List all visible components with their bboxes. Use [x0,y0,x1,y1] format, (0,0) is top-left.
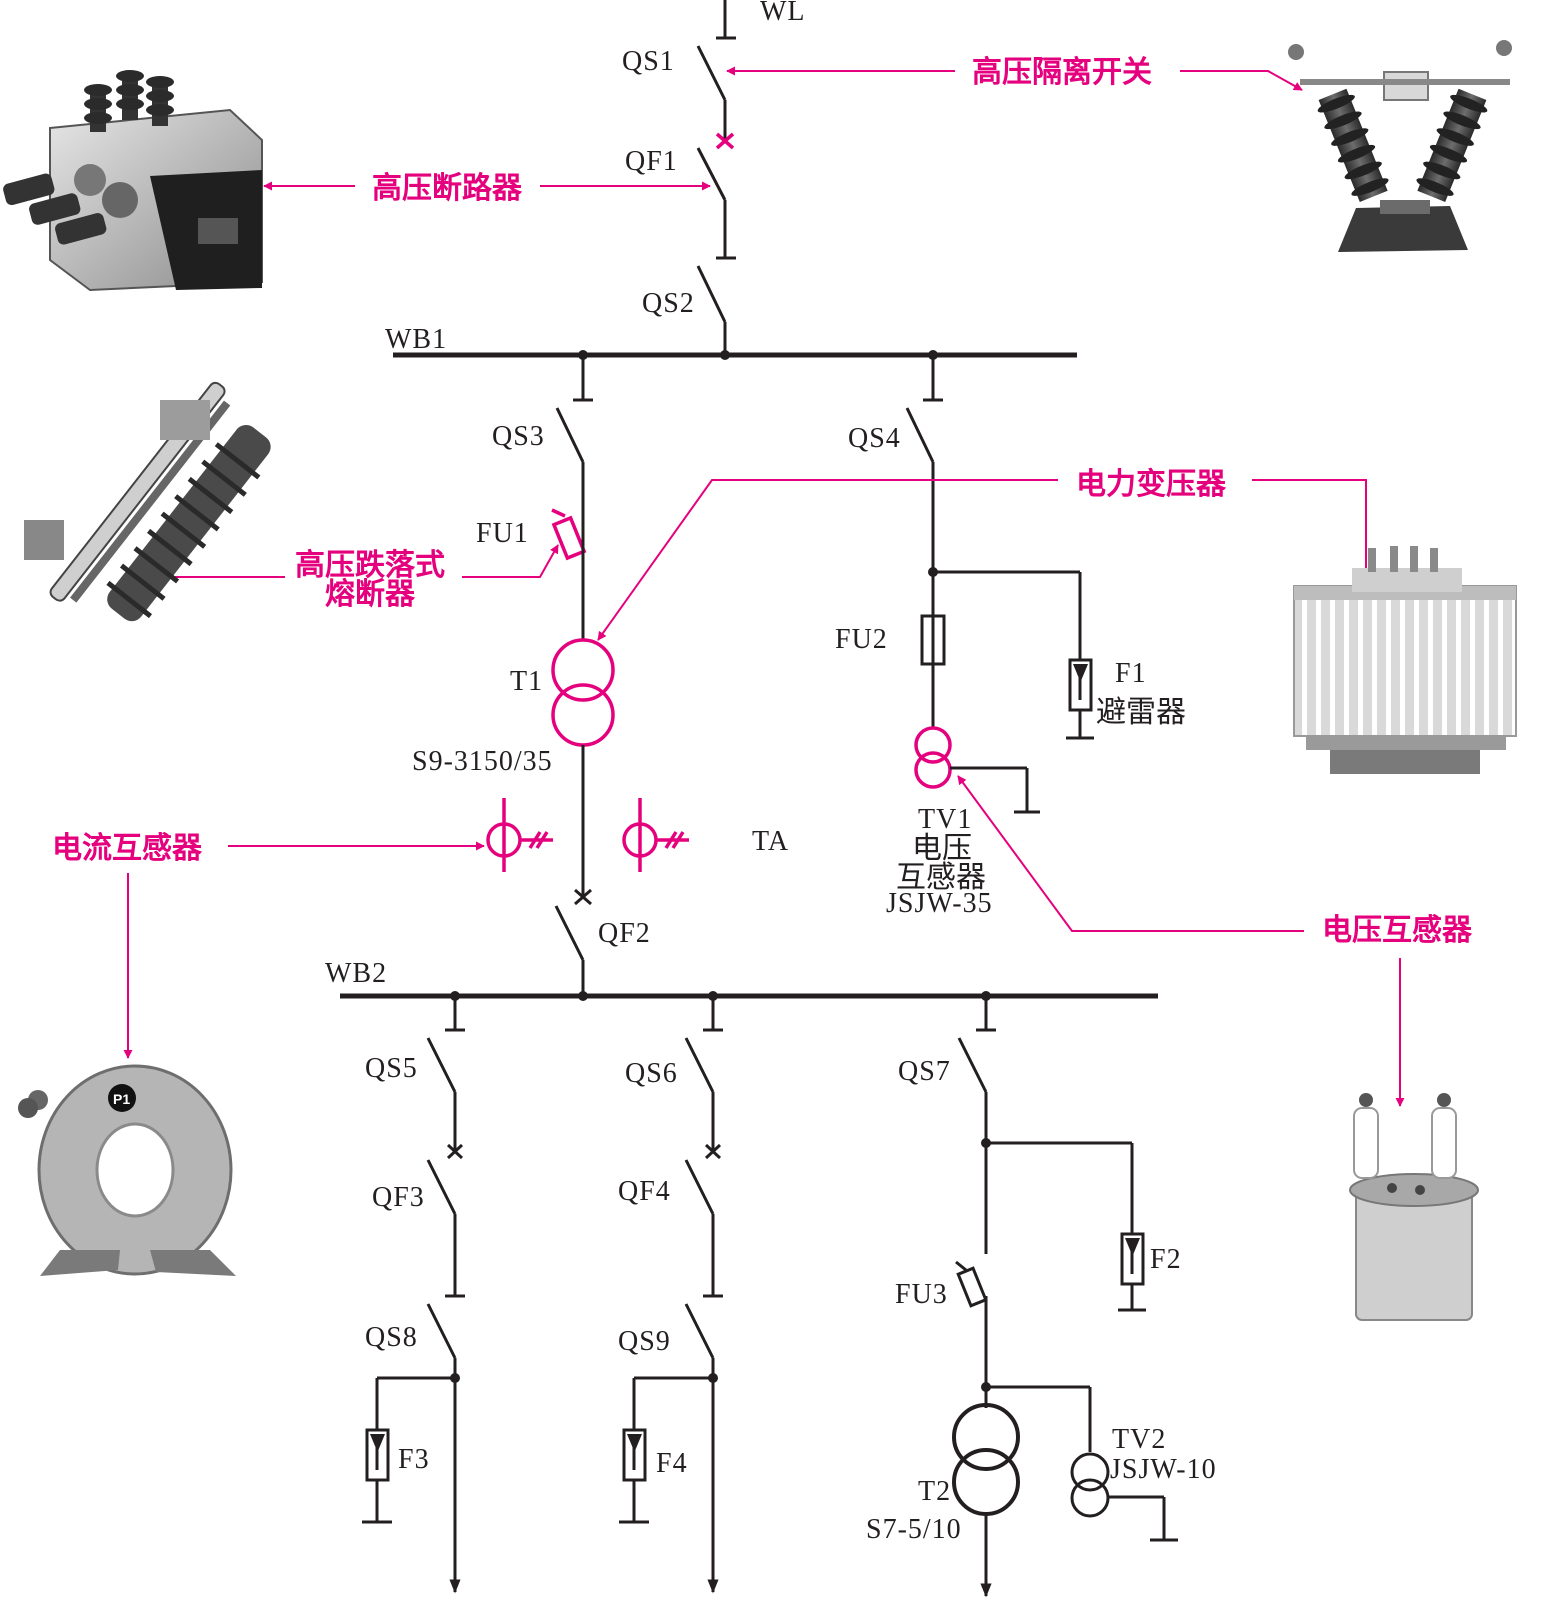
callout-voltage-transformer: 电压互感器 [957,775,1473,1107]
fuse-callout-label-2: 熔断器 [325,577,416,612]
qs4-label: QS4 [848,423,901,454]
callout-dropout-fuse: 高压跌落式 熔断器 [153,544,559,612]
f3-label: F3 [398,1444,430,1475]
t1-model-label: S9-3150/35 [412,746,553,777]
tv2-label: TV2 [1112,1424,1166,1455]
current-transformer-photo: P1 [18,1064,236,1276]
branch-voltage-transformer-tv1: QS4 FU2 TV1 电压 互感器 JSJW-35 F1 避雷器 [835,355,1186,919]
qs3-label: QS3 [492,421,545,452]
tv2-model-label: JSJW-10 [1110,1454,1217,1485]
qs5-label: QS5 [365,1053,418,1084]
tv1-model-label: JSJW-35 [886,888,993,919]
f4-label: F4 [656,1448,688,1479]
isolator-photo [1288,40,1512,252]
wl-label: WL [760,0,806,27]
qs7-label: QS7 [898,1056,951,1087]
qs1-label: QS1 [622,46,675,77]
branch-transformer-t1: QS3 FU1 T1 S9-3150/35 QF2 [412,355,651,997]
current-transformer-callout-label: 电流互感器 [52,831,203,866]
fu2-label: FU2 [835,624,888,655]
isolator-qs1: QS1 [622,45,727,140]
qf3-label: QF3 [372,1182,425,1213]
wb2-label: WB2 [325,958,387,989]
qs2-label: QS2 [642,288,695,319]
wb1-label: WB1 [385,324,447,355]
f1-label: F1 [1115,658,1147,689]
ta-label: TA [752,826,789,857]
qf2-label: QF2 [598,918,651,949]
t1-label: T1 [510,666,543,697]
fu1-label: FU1 [476,518,529,549]
tv1-name-line2: 互感器 [896,860,986,895]
voltage-transformer-callout-label: 电压互感器 [1322,913,1473,948]
qf4-label: QF4 [618,1176,671,1207]
isolator-callout-label: 高压隔离开关 [972,55,1152,90]
qs9-label: QS9 [618,1326,671,1357]
breaker-photo [3,70,263,292]
busbar-wb2: WB2 [325,958,1158,1001]
incoming-line: WL [716,0,806,40]
callout-breaker: 高压断路器 [263,171,711,206]
voltage-transformer-photo [1349,1093,1479,1321]
power-transformer-photo [1293,546,1517,774]
breaker-qf1: QF1 [625,132,736,260]
fu3-label: FU3 [895,1279,948,1310]
arrester-label: 避雷器 [1096,695,1186,730]
qs8-label: QS8 [365,1322,418,1353]
feeder-3-transformer-t2: QS7 F2 FU3 T2 S7-5/10 TV2 JSJW-10 [866,996,1217,1598]
fuse-callout-label-1: 高压跌落式 [295,548,445,583]
feeder-1: QS5 QF3 QS8 F3 [362,996,465,1594]
qs6-label: QS6 [625,1058,678,1089]
callout-isolator: 高压隔离开关 [726,55,1303,91]
tv1-name-line1: 电压 [912,831,972,866]
t2-label: T2 [918,1476,951,1507]
feeder-2: QS6 QF4 QS9 F4 [618,996,723,1594]
power-transformer-callout-label: 电力变压器 [1076,467,1227,502]
callout-power-transformer: 电力变压器 [597,467,1371,641]
tv1-label: TV1 [918,804,972,835]
f2-label: F2 [1150,1244,1182,1275]
breaker-callout-label: 高压断路器 [372,171,523,206]
t2-model-label: S7-5/10 [866,1514,962,1545]
qf1-label: QF1 [625,146,678,177]
current-transformer-ta: TA [486,798,789,872]
svg-text:P1: P1 [113,1091,130,1107]
busbar-wb1: WB1 [385,324,1077,360]
isolator-qs2: QS2 [642,265,727,355]
callout-current-transformer: 电流互感器 [52,831,485,1059]
dropout-fuse-photo [24,381,271,622]
